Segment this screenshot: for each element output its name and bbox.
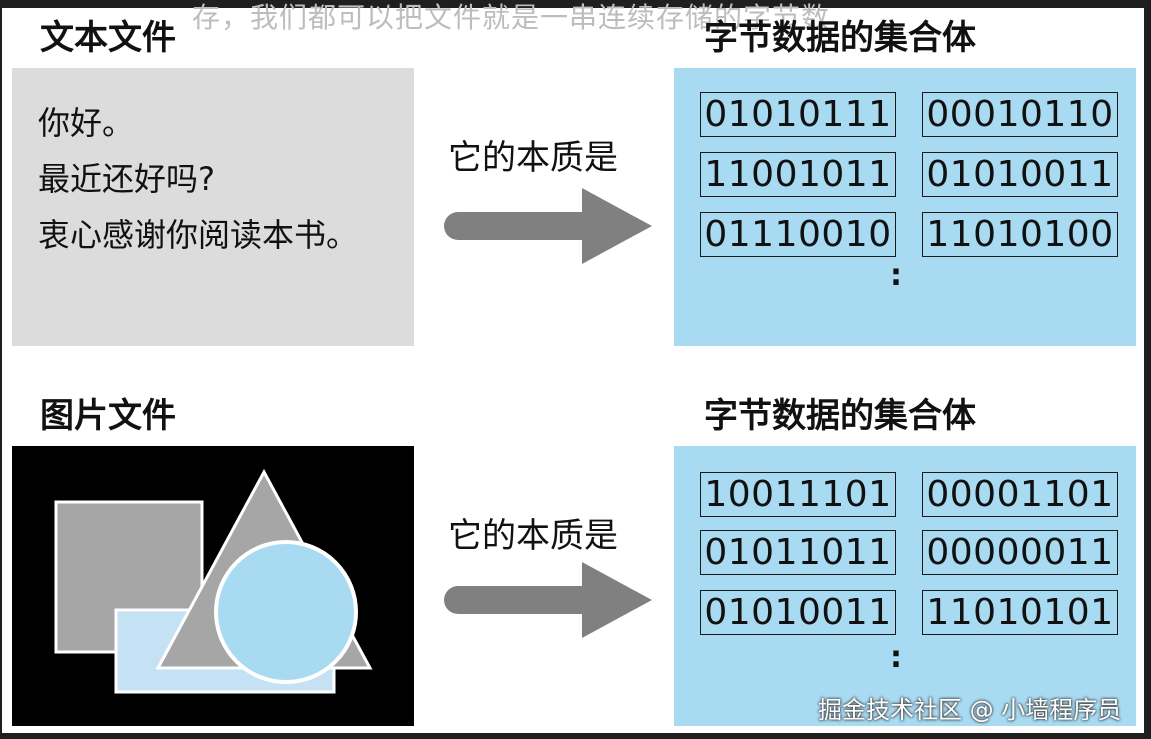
image-bytes-box: 10011101 00001101 01011011 00000011 0101… [674, 446, 1136, 726]
text-byte-1: 01010111 [700, 92, 896, 137]
image-file-preview [12, 446, 414, 726]
text-byte-5: 01110010 [700, 212, 896, 257]
text-right-arrow-icon [444, 188, 652, 264]
top-caption-fragment: 存，我们都可以把文件就是一串连续存储的字节数 [192, 1, 831, 34]
image-byte-3: 01011011 [700, 530, 896, 575]
watermark-label: 掘金技术社区 @ 小墙程序员 [818, 696, 1122, 724]
image-byte-6: 11010101 [922, 590, 1118, 635]
text-byte-2: 00010110 [922, 92, 1118, 137]
text-line-3: 衷心感谢你阅读本书。 [38, 216, 359, 254]
blue-circle-shape [214, 540, 358, 684]
text-line-2: 最近还好吗? [38, 160, 215, 198]
image-file-heading: 图片文件 [40, 396, 176, 436]
image-bytes-ellipsis: : [890, 640, 902, 675]
text-line-1: 你好。 [38, 104, 135, 142]
image-byte-2: 00001101 [922, 472, 1118, 517]
text-byte-4: 01010011 [922, 152, 1118, 197]
shapes-illustration [54, 468, 373, 694]
image-byte-4: 00000011 [922, 530, 1118, 575]
text-file-heading: 文本文件 [40, 18, 176, 58]
text-byte-3: 11001011 [700, 152, 896, 197]
image-bytes-heading: 字节数据的集合体 [704, 396, 976, 436]
image-arrow-label: 它的本质是 [448, 516, 618, 556]
text-bytes-heading: 字节数据的集合体 [704, 18, 976, 58]
text-arrow-label: 它的本质是 [448, 138, 618, 178]
text-bytes-box: 01010111 00010110 11001011 01010011 0111… [674, 68, 1136, 346]
text-file-content-box: 你好。 最近还好吗? 衷心感谢你阅读本书。 [12, 68, 414, 346]
text-bytes-ellipsis: : [890, 258, 902, 293]
image-right-arrow-icon [444, 562, 652, 638]
image-byte-1: 10011101 [700, 472, 896, 517]
text-byte-6: 11010100 [922, 212, 1118, 257]
image-byte-5: 01010011 [700, 590, 896, 635]
